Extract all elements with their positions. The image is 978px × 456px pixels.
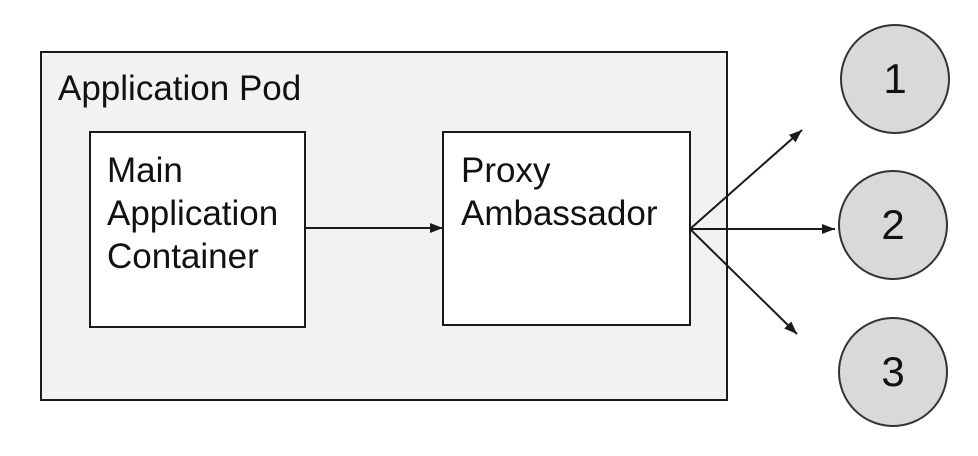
arrow-proxy-to-endpoint-3 <box>689 228 798 335</box>
endpoint-label-2: 2 <box>881 201 905 248</box>
main-application-container-label: Main Application Container <box>107 151 279 276</box>
endpoint-label-3: 3 <box>881 348 905 395</box>
arrow-proxy-to-endpoint-1 <box>689 129 803 230</box>
application-pod-label: Application Pod <box>58 69 302 108</box>
proxy-ambassador-box <box>442 131 691 326</box>
endpoint-circle-3 <box>838 317 948 427</box>
endpoint-label-1: 1 <box>883 55 907 102</box>
endpoint-circle-2 <box>838 170 948 280</box>
main-application-container-box <box>89 131 306 328</box>
endpoint-circle-1 <box>840 24 950 134</box>
proxy-ambassador-label: Proxy Ambassador <box>461 151 658 233</box>
